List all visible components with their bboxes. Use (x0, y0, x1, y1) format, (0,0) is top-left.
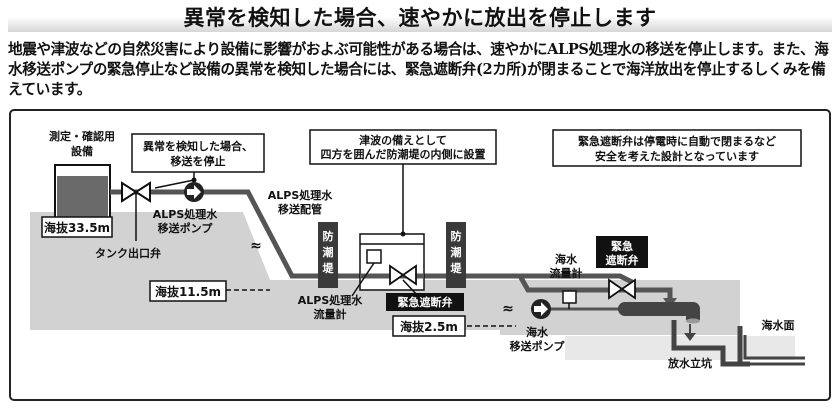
seawall-right-char2: 潮 (451, 245, 462, 259)
seawall-left-char1: 防 (323, 229, 334, 243)
seawall-left-char2: 潮 (323, 245, 334, 259)
alps-flowmeter-icon (366, 249, 382, 264)
title-bar-background (8, 18, 832, 32)
seawater-flowmeter-label-line1: 海水 (555, 252, 578, 266)
alps-pipe-label-line1: ALPS処理水 (268, 188, 334, 202)
elevation-high-box (41, 216, 113, 238)
alps-flowmeter-label-line2: 流量計 (314, 307, 347, 321)
callout-tsunami-line2: 四方を囲んだ防潮堤の内側に設置 (321, 147, 486, 161)
elevation-mid: 海抜11.5m (155, 284, 221, 299)
emergency-valve-2-line1: 緊急 (611, 239, 633, 253)
alps-pump-label-line2: 移送ポンプ (158, 221, 214, 235)
elevation-low-box (392, 315, 466, 337)
elevation-high: 海抜33.5m (44, 220, 110, 235)
callout-tsunami-box (309, 129, 497, 165)
page-title: 異常を検知した場合、速やかに放出を停止します (183, 5, 657, 30)
alps-pipe-lower (517, 274, 673, 300)
alps-pump-arrow-icon (187, 185, 201, 199)
elevation-mid-box (149, 280, 227, 302)
emergency-valve-2-line2: 遮断弁 (606, 253, 639, 267)
tank-label-line2: 設備 (71, 144, 93, 158)
alps-pump-label-line1: ALPS処理水 (153, 207, 219, 221)
outflow-arrow-icon (684, 333, 696, 341)
tank-valve-label: タンク出口弁 (95, 246, 161, 260)
outflow-water (686, 318, 700, 324)
emergency-valve-1-badge (386, 293, 464, 311)
tank-water (57, 176, 108, 218)
intro-paragraph: 地震や津波などの自然災害により設備に影響がおよぶ可能性がある場合は、速やかにAL… (8, 41, 829, 98)
break-mark-2: ≈ (502, 301, 514, 317)
emergency-valve-2-badge (596, 236, 648, 268)
emergency-valve-2-icon (608, 278, 624, 300)
seawall-right (446, 222, 466, 288)
callout-power-line1: 緊急遮断弁は停電時に自動で閉まるなど (578, 134, 776, 148)
callout-power-box (552, 129, 802, 167)
ground-low (500, 325, 740, 335)
seawater-pump-label-line1: 海水 (526, 325, 549, 339)
tank-valve-icon (121, 181, 138, 203)
emergency-valve-1-label: 緊急遮断弁 (398, 295, 453, 309)
alps-flowmeter-label-line1: ALPS処理水 (298, 293, 364, 307)
alps-flowmeter-leader (351, 262, 375, 297)
seawall-right-char3: 堤 (451, 261, 463, 275)
sea-floor-line (743, 335, 805, 360)
sea-surface-label: 海水面 (762, 318, 795, 332)
seawater-pump-arrow-icon (534, 302, 548, 316)
tank-label-line1: 測定・確認用 (49, 129, 115, 143)
discharge-shaft-label: 放水立坑 (667, 356, 712, 370)
alps-pipe-label-line2: 移送配管 (278, 202, 322, 216)
discharge-shaft-wall-left (671, 320, 750, 367)
callout-stop-line2: 移送を停止 (171, 154, 226, 168)
callout-stop-leader (154, 179, 195, 189)
emergency-valve-1-icon (389, 264, 405, 286)
seawater-pump-label-line2: 移送ポンプ (510, 339, 566, 353)
elevation-low: 海抜2.5m (400, 319, 458, 334)
break-mark-1: ≈ (250, 238, 262, 254)
callout-stop-box (131, 133, 265, 173)
mixing-pipe-elbow (686, 302, 700, 320)
seawall-right-char1: 防 (451, 229, 462, 243)
emergency-valve-1-icon-right (401, 264, 417, 286)
tank-valve-icon-right (134, 181, 151, 203)
callout-power-line2: 安全を考えた設計となっています (595, 149, 759, 163)
callout-stop-line1: 異常を検知した場合、 (143, 139, 253, 153)
callout-tsunami-line1: 津波の備えとして (359, 133, 447, 147)
seawater-flowmeter-label-line2: 流量計 (550, 266, 583, 280)
seawall-left (318, 222, 338, 288)
diagram-frame (9, 109, 831, 401)
emergency-valve-2-icon-right (620, 278, 636, 300)
seawall-left-char3: 堤 (323, 261, 335, 275)
mixing-pipe (618, 302, 700, 316)
seawater-flowmeter-icon (562, 290, 577, 304)
